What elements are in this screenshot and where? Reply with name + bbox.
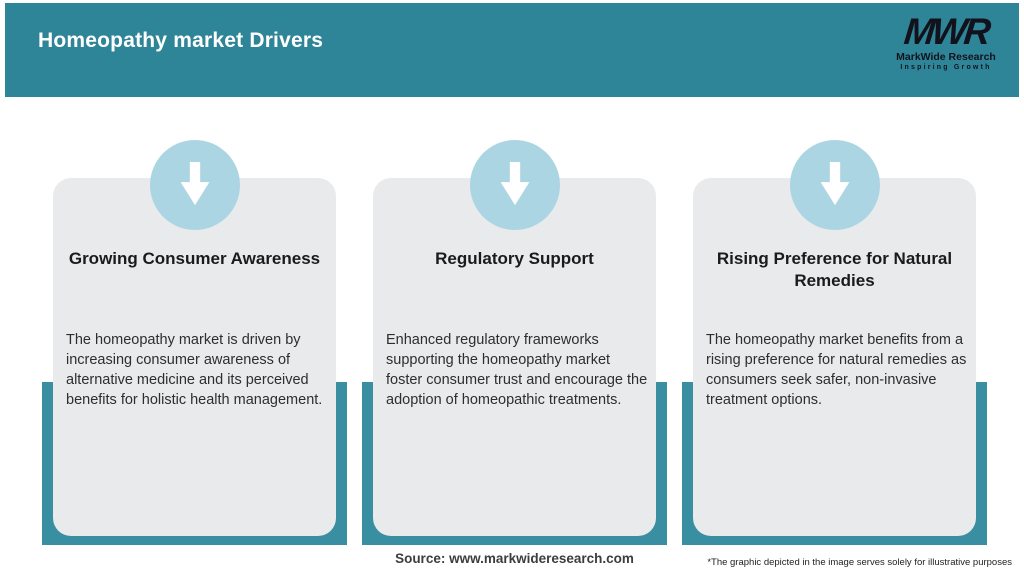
- driver-card-1: Growing Consumer Awareness The homeopath…: [42, 0, 347, 576]
- card-title: Rising Preference for Natural Remedies: [716, 249, 953, 291]
- header-bar: Homeopathy market Drivers MWR MarkWide R…: [5, 3, 1019, 97]
- card-body: [53, 178, 336, 536]
- driver-card-2: Regulatory Support Enhanced regulatory f…: [362, 0, 667, 576]
- card-body: [373, 178, 656, 536]
- card-description: The homeopathy market is driven by incre…: [66, 332, 323, 408]
- card-description: The homeopathy market benefits from a ri…: [706, 332, 967, 408]
- arrow-down-icon: [150, 140, 240, 230]
- markwide-research-logo: MWR MarkWide Research Inspiring Growth: [891, 11, 1001, 71]
- disclaimer-text: *The graphic depicted in the image serve…: [707, 557, 1012, 568]
- page-title: Homeopathy market Drivers: [38, 29, 324, 52]
- card-title: Regulatory Support: [435, 249, 594, 268]
- driver-card-3: Rising Preference for Natural Remedies T…: [682, 0, 987, 576]
- arrow-down-icon: [470, 140, 560, 230]
- card-title: Growing Consumer Awareness: [68, 249, 321, 268]
- logo-tagline: Inspiring Growth: [900, 64, 992, 71]
- logo-name: MarkWide Research: [896, 51, 996, 63]
- source-text: Source: www.markwideresearch.com: [395, 551, 634, 566]
- arrow-down-icon: [790, 140, 880, 230]
- card-description: Enhanced regulatory frameworks supportin…: [386, 332, 648, 408]
- card-body: [693, 178, 976, 536]
